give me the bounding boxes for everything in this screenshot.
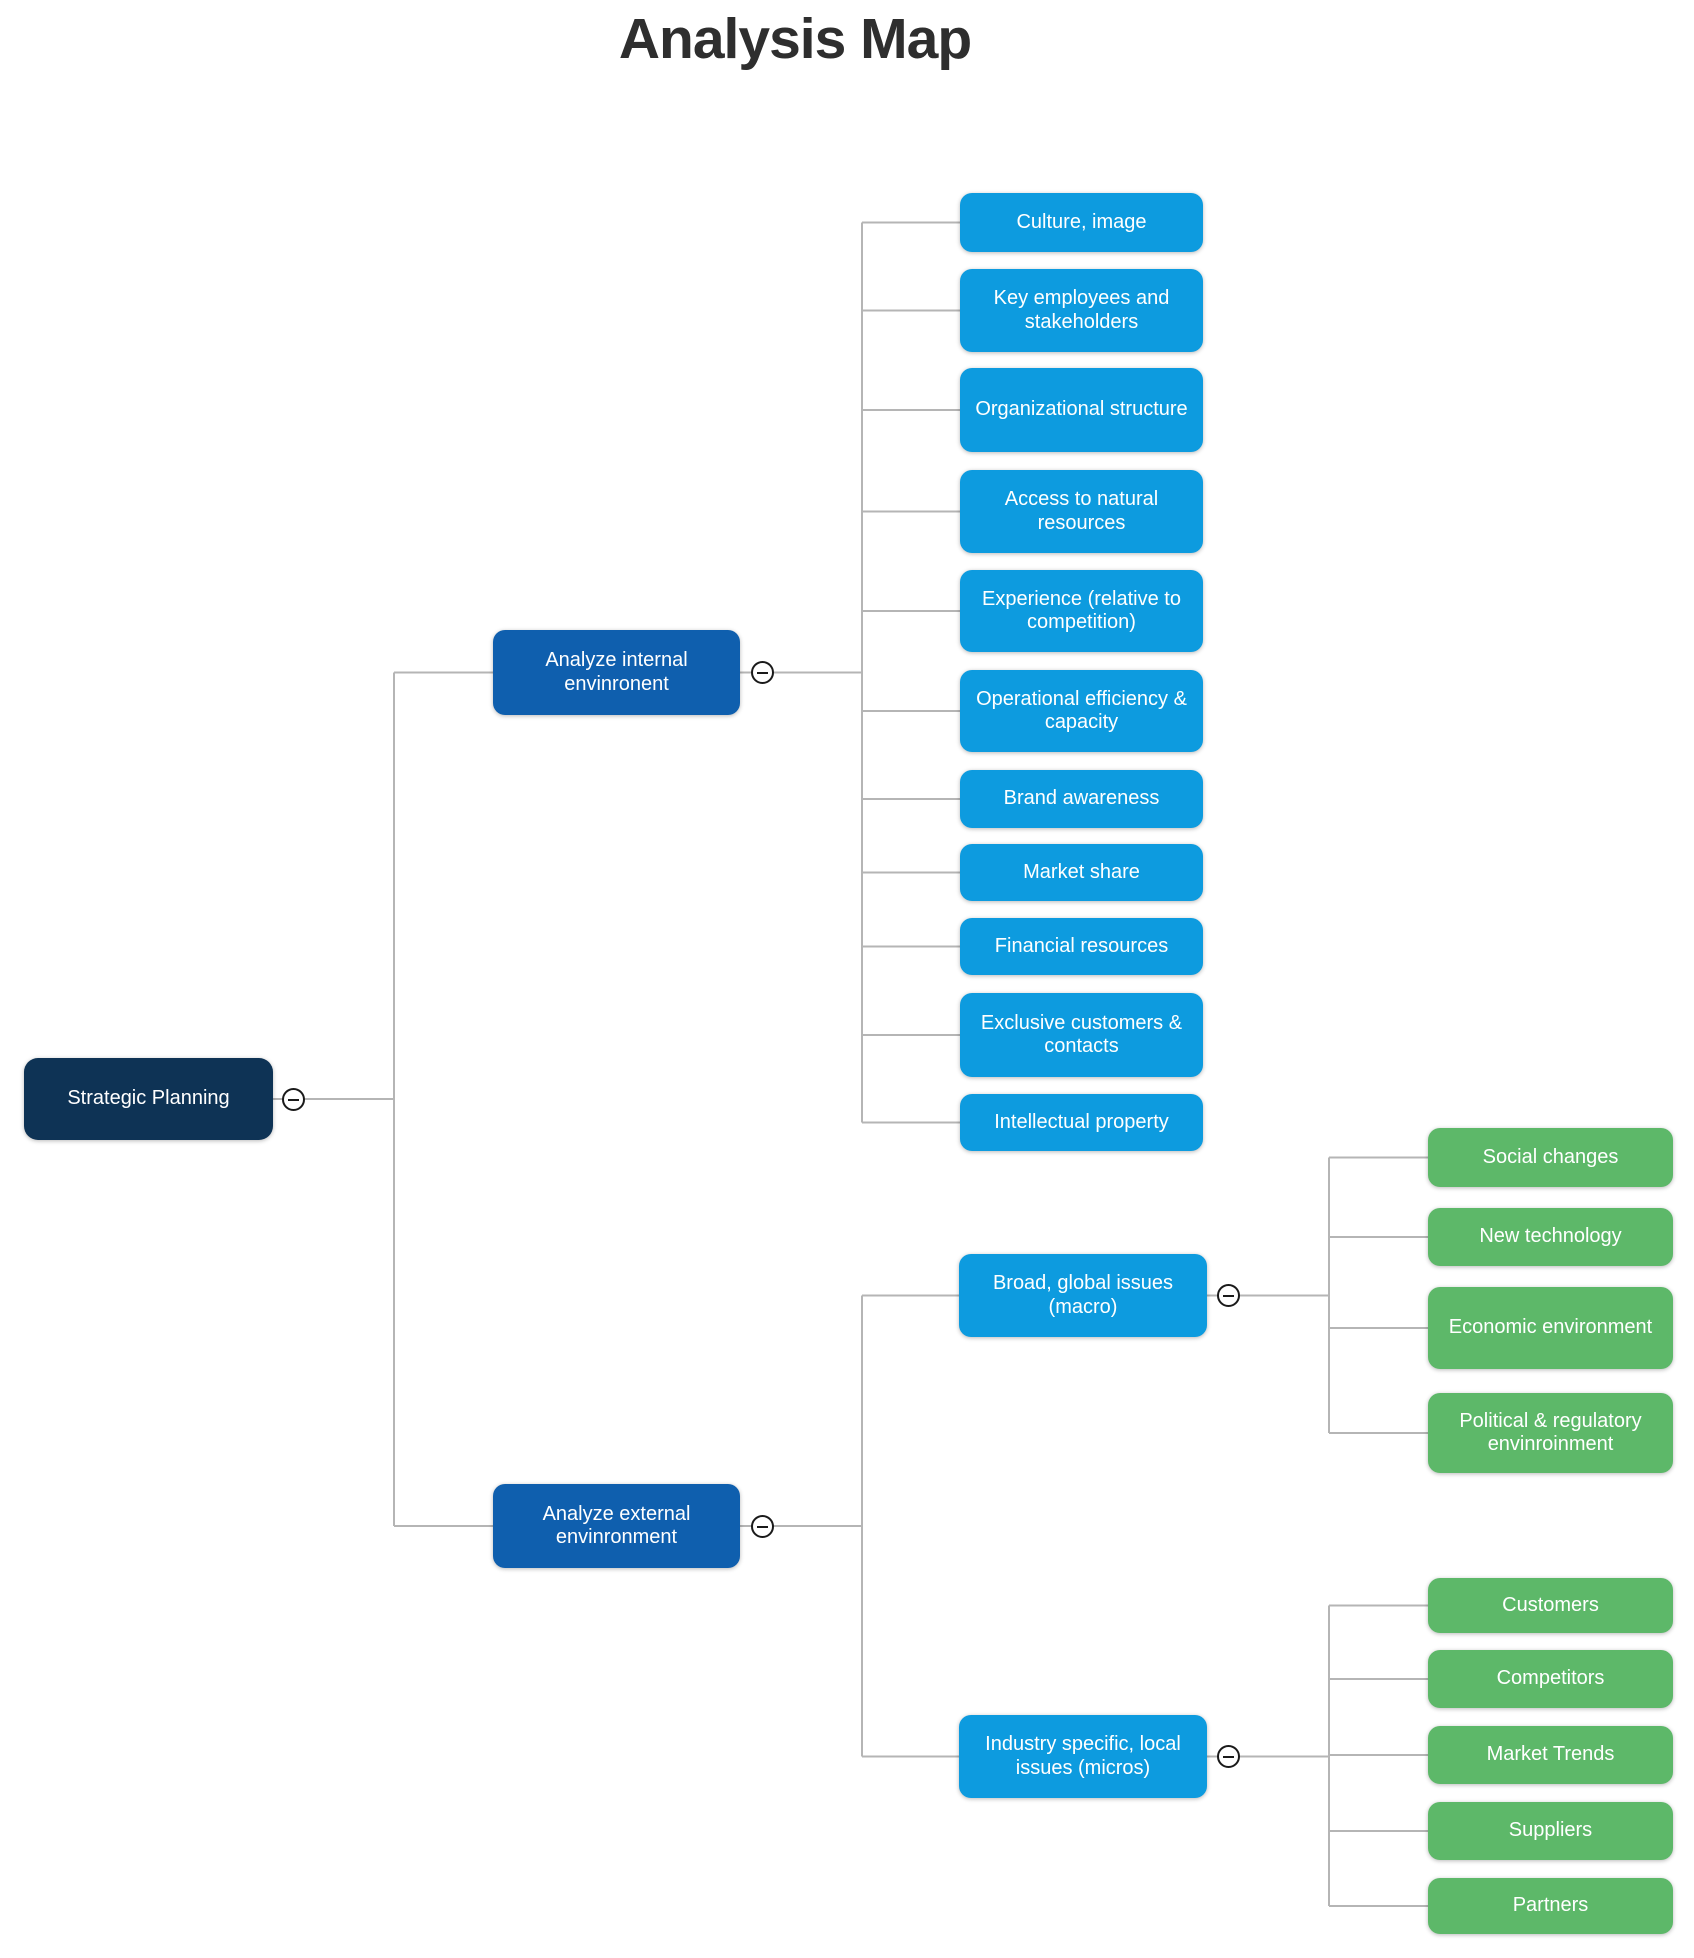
minus-glyph xyxy=(757,1525,768,1528)
node-market-share[interactable]: Market share xyxy=(960,844,1203,901)
collapse-icon-macro[interactable] xyxy=(1217,1284,1240,1307)
minus-glyph xyxy=(1223,1294,1234,1297)
node-economic-environment[interactable]: Economic environment xyxy=(1428,1287,1673,1369)
connector-macro-children xyxy=(1207,1156,1428,1434)
node-experience[interactable]: Experience (relative to competition) xyxy=(960,570,1203,652)
node-suppliers[interactable]: Suppliers xyxy=(1428,1802,1673,1860)
node-access-natural-resources[interactable]: Access to natural resources xyxy=(960,470,1203,553)
node-industry-specific-issues[interactable]: Industry specific, local issues (micros) xyxy=(959,1715,1207,1798)
minus-glyph xyxy=(288,1098,299,1101)
connector-external-children xyxy=(740,1294,959,1758)
node-analyze-external[interactable]: Analyze external envinronment xyxy=(493,1484,740,1568)
node-broad-global-issues[interactable]: Broad, global issues (macro) xyxy=(959,1254,1207,1337)
node-analyze-internal[interactable]: Analyze internal envinronent xyxy=(493,630,740,715)
node-organizational-structure[interactable]: Organizational structure xyxy=(960,368,1203,452)
collapse-icon-internal[interactable] xyxy=(751,661,774,684)
node-social-changes[interactable]: Social changes xyxy=(1428,1128,1673,1187)
node-key-employees[interactable]: Key employees and stakeholders xyxy=(960,269,1203,352)
node-new-technology[interactable]: New technology xyxy=(1428,1208,1673,1266)
node-competitors[interactable]: Competitors xyxy=(1428,1650,1673,1708)
connector-micro-children xyxy=(1207,1604,1428,1907)
node-financial-resources[interactable]: Financial resources xyxy=(960,918,1203,975)
node-brand-awareness[interactable]: Brand awareness xyxy=(960,770,1203,828)
collapse-icon-micro[interactable] xyxy=(1217,1745,1240,1768)
node-strategic-planning[interactable]: Strategic Planning xyxy=(24,1058,273,1140)
node-culture-image[interactable]: Culture, image xyxy=(960,193,1203,252)
page-title: Analysis Map xyxy=(618,7,972,71)
collapse-icon-external[interactable] xyxy=(751,1515,774,1538)
node-customers[interactable]: Customers xyxy=(1428,1578,1673,1633)
node-exclusive-customers[interactable]: Exclusive customers & contacts xyxy=(960,993,1203,1077)
node-political-regulatory[interactable]: Political & regulatory envinroinment xyxy=(1428,1393,1673,1473)
node-partners[interactable]: Partners xyxy=(1428,1878,1673,1934)
minus-glyph xyxy=(757,671,768,674)
connector-root xyxy=(273,671,493,1527)
node-intellectual-property[interactable]: Intellectual property xyxy=(960,1094,1203,1151)
node-market-trends[interactable]: Market Trends xyxy=(1428,1726,1673,1784)
node-operational-efficiency[interactable]: Operational efficiency & capacity xyxy=(960,670,1203,752)
connector-internal-children xyxy=(740,221,960,1124)
collapse-icon-root[interactable] xyxy=(282,1088,305,1111)
minus-glyph xyxy=(1223,1755,1234,1758)
